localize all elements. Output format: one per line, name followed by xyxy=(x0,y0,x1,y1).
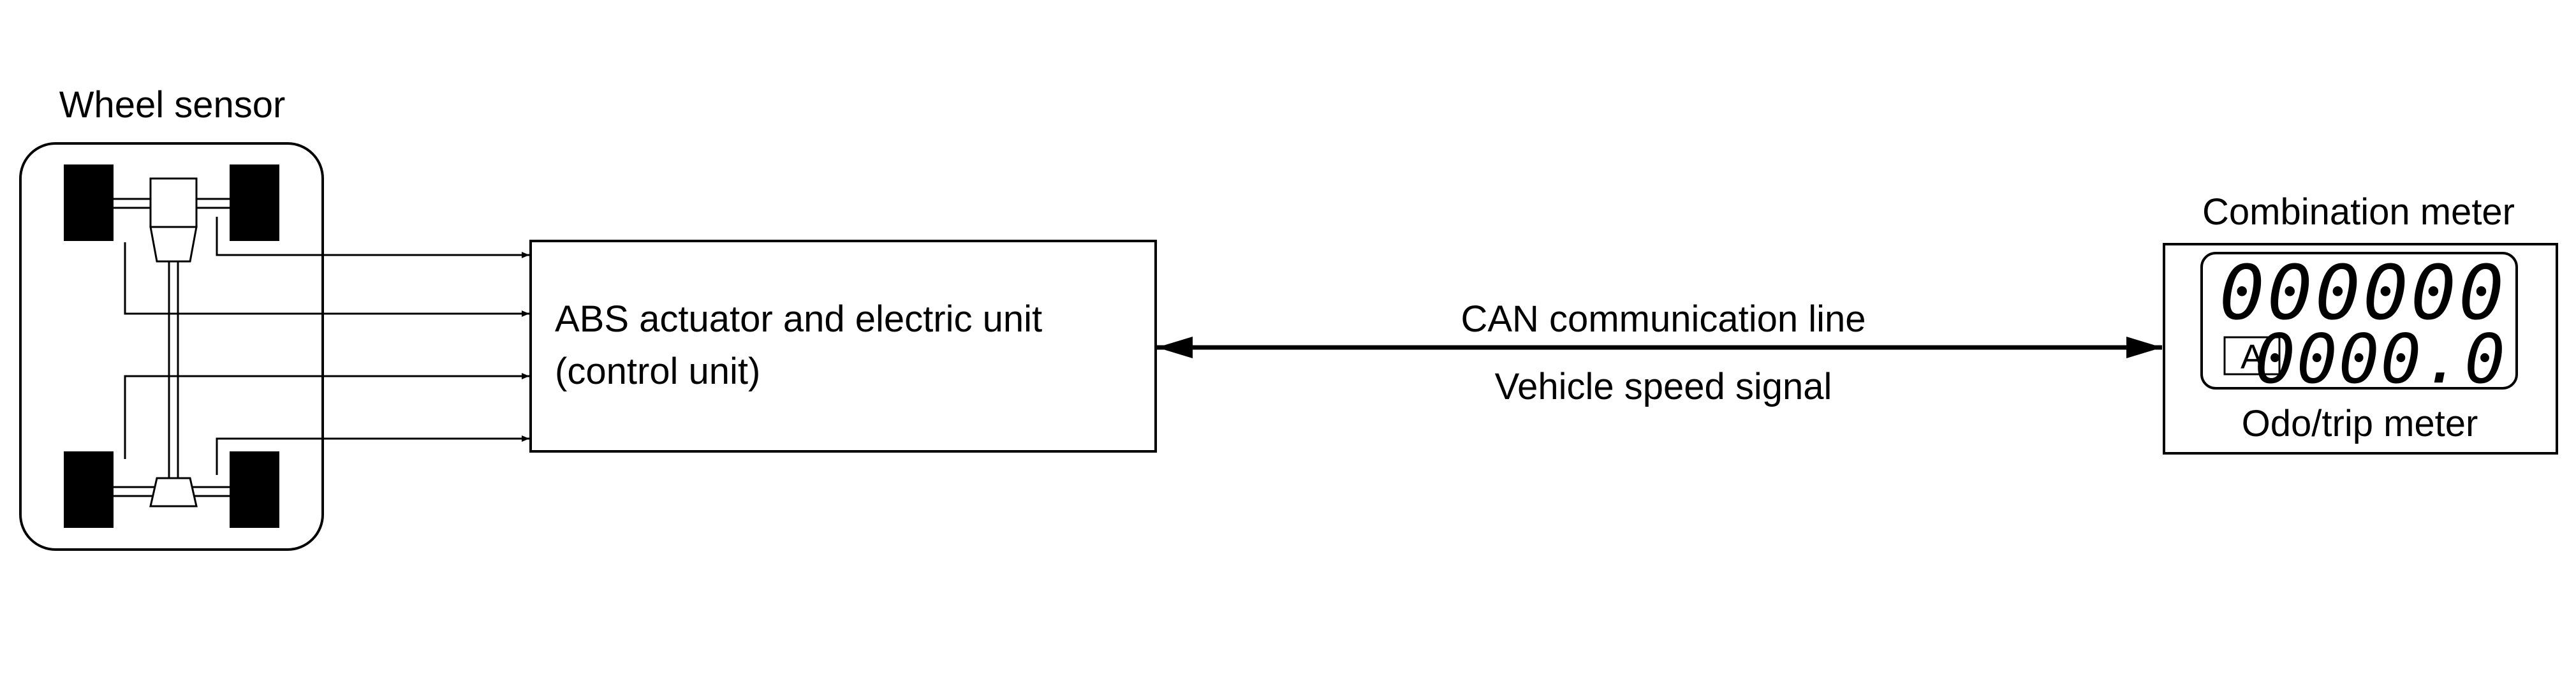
transmission-icon xyxy=(149,226,198,263)
front-right-wheel-icon xyxy=(230,164,279,241)
vehicle-speed-signal-label: Vehicle speed signal xyxy=(1495,366,1832,407)
abs-unit-block: ABS actuator and electric unit (control … xyxy=(529,240,1157,453)
wheel-sensor-label: Wheel sensor xyxy=(59,84,286,126)
trip-reading: 0000.0 xyxy=(2255,320,2506,398)
abs-unit-label-line2: (control unit) xyxy=(555,351,760,392)
right-arrowhead-icon xyxy=(2126,337,2162,358)
front-left-sensor-line xyxy=(124,242,529,317)
rear-left-sensor-line xyxy=(124,373,529,459)
odo-trip-meter-label: Odo/trip meter xyxy=(2242,403,2478,444)
wheel-sensor-block xyxy=(19,142,324,551)
front-right-sensor-line xyxy=(216,217,529,258)
rear-left-wheel-icon xyxy=(64,451,114,528)
abs-unit-label-line1: ABS actuator and electric unit xyxy=(555,298,1042,340)
front-left-wheel-icon xyxy=(64,164,114,241)
rear-right-sensor-line xyxy=(216,435,529,475)
combination-meter-block: 000000 A 0000.0 Odo/trip meter xyxy=(2163,243,2558,455)
engine-icon xyxy=(149,177,198,228)
odometer-reading: 000000 xyxy=(2219,249,2506,337)
trip-indicator-box xyxy=(2223,336,2281,376)
rear-right-wheel-icon xyxy=(230,451,279,528)
trip-indicator-letter: A xyxy=(2241,338,2263,376)
differential-icon xyxy=(149,477,198,507)
can-line-label: CAN communication line xyxy=(1461,298,1866,340)
left-arrowhead-icon xyxy=(1157,337,1193,358)
combination-meter-label: Combination meter xyxy=(2202,191,2515,233)
can-communication-line: CAN communication line Vehicle speed sig… xyxy=(1157,298,2162,407)
sensor-signal-lines xyxy=(124,217,529,475)
